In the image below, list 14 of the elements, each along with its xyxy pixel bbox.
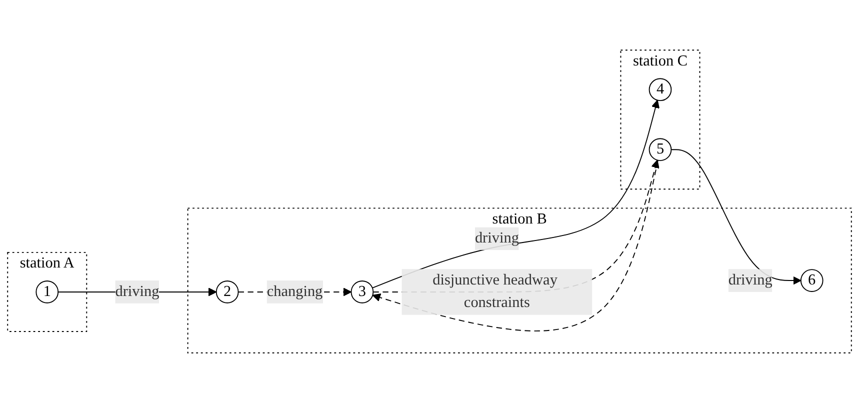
node-circle: 3 [350,280,374,304]
arrow [670,149,802,285]
arrow [372,160,658,332]
edge-label: changing [266,283,323,300]
arrow [372,100,660,288]
node-circle: 6 [800,269,824,292]
edge-label: disjunctive headway constraints [432,272,558,312]
node-circle: 5 [648,138,672,162]
edge-label: driving [728,272,772,288]
node-circle: 4 [648,78,672,102]
node-circle: 1 [36,280,59,304]
node-circle: 2 [216,280,239,304]
edge-label: driving [474,230,519,246]
edge-label: driving [115,283,160,300]
